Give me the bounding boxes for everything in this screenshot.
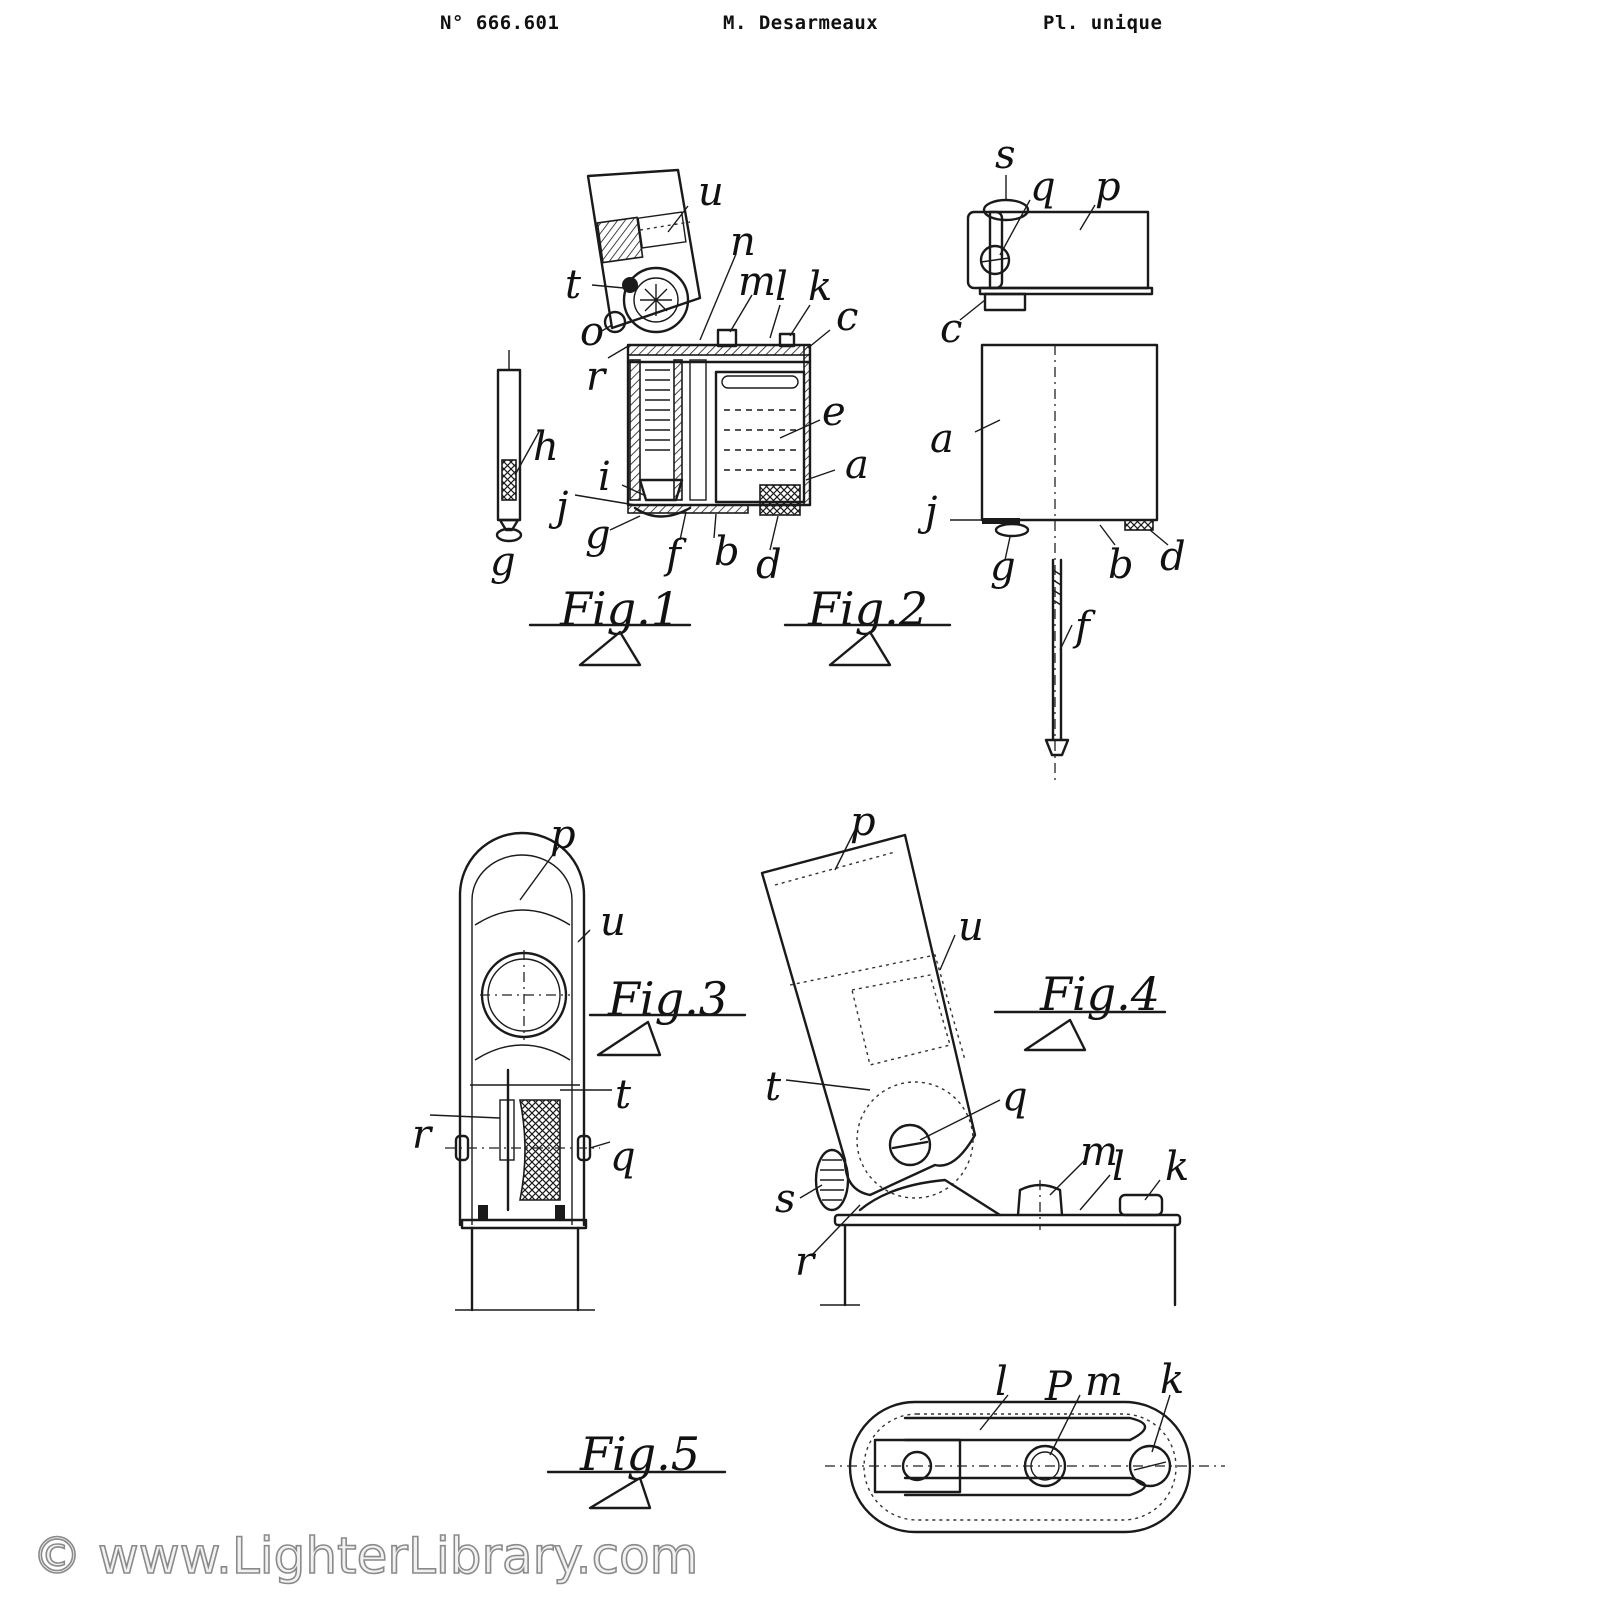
- fig1-label-l: l: [775, 264, 788, 310]
- fig1-flint-holder: [495, 350, 523, 543]
- fig1-label-k: k: [808, 264, 832, 310]
- fig2-label-j: j: [917, 489, 937, 535]
- figure-5: l P m k Fig.5: [546, 1357, 1225, 1534]
- fig2-body: [980, 343, 1159, 780]
- fig4-label-u: u: [958, 904, 984, 950]
- fig5-label-k: k: [1160, 1357, 1184, 1403]
- figure-1: u t n m l k c o r e a i j g f b d h g Fi…: [490, 168, 869, 667]
- fig5-labels: l P m k: [995, 1357, 1184, 1410]
- fig1-label-n: n: [730, 219, 756, 265]
- patent-number: N° 666.601: [440, 12, 560, 34]
- fig2-lid: [966, 198, 1154, 312]
- fig1-caption: Fig.1: [528, 582, 692, 667]
- fig2-label-a: a: [930, 416, 954, 462]
- fig4-label-t: t: [765, 1064, 782, 1110]
- fig1-labels: u t n m l k c o r e a i j g f b d h g: [490, 169, 869, 588]
- fig1-cap: [586, 168, 702, 330]
- fig5-caption: Fig.5: [546, 1427, 727, 1510]
- fig4-label-l: l: [1112, 1144, 1125, 1190]
- plate-label: Pl. unique: [1043, 12, 1163, 34]
- fig1-label-b: b: [714, 529, 740, 575]
- figure-2: s q p c a j g b d f Fig.2: [783, 132, 1186, 780]
- lighterlibrary-watermark: © www.LighterLibrary.com: [32, 1527, 698, 1585]
- fig2-label-q: q: [1030, 164, 1056, 210]
- fig3-labels: p u t r q: [412, 812, 636, 1180]
- fig1-label-j: j: [548, 484, 568, 530]
- fig4-leaders: [785, 829, 1161, 1256]
- fig1-label-g-prime: g: [585, 512, 611, 558]
- fig4-label-m: m: [1080, 1129, 1118, 1175]
- fig4-label-r: r: [795, 1239, 817, 1285]
- fig1-label-g-holder: g: [490, 539, 516, 585]
- figure-4: p u t q m l k s r Fig.4: [760, 799, 1189, 1307]
- fig2-leaders: [950, 175, 1169, 651]
- fig2-label-p: p: [1095, 164, 1121, 210]
- fig2-label-g: g: [990, 544, 1016, 590]
- fig2-label-d: d: [1160, 534, 1186, 580]
- fig4-label-s: s: [775, 1176, 796, 1222]
- fig3-label-p: p: [550, 812, 576, 858]
- fig1-leaders: [514, 205, 836, 551]
- fig1-label-t: t: [565, 262, 582, 308]
- fig5-label-m: m: [1085, 1359, 1123, 1405]
- fig1-caption-text: Fig.1: [559, 582, 680, 636]
- fig1-label-a: a: [845, 442, 869, 488]
- fig2-label-f: f: [1072, 604, 1096, 650]
- fig2-screw: [1044, 558, 1070, 757]
- fig3-caption-text: Fig.3: [607, 972, 728, 1026]
- fig3-label-r: r: [412, 1112, 434, 1158]
- fig4-label-k: k: [1165, 1144, 1189, 1190]
- fig1-body: [626, 328, 812, 518]
- fig1-label-d: d: [756, 542, 782, 588]
- fig5-label-P: P: [1044, 1364, 1073, 1410]
- fig3-label-t: t: [615, 1072, 632, 1118]
- fig4-labels: p u t q m l k s r: [765, 799, 1189, 1285]
- fig1-label-u: u: [698, 169, 724, 215]
- fig1-label-i: i: [598, 454, 611, 500]
- fig2-label-b: b: [1108, 542, 1134, 588]
- fig4-label-p: p: [850, 799, 876, 845]
- fig5-label-l: l: [995, 1359, 1008, 1405]
- fig2-label-s: s: [995, 132, 1016, 178]
- fig1-label-h: h: [533, 424, 559, 470]
- fig4-label-q: q: [1002, 1074, 1028, 1120]
- figure-3: p u t r q Fig.3: [412, 812, 747, 1312]
- fig2-labels: s q p c a j g b d f: [917, 132, 1186, 650]
- fig1-label-r: r: [586, 354, 608, 400]
- fig3-caption: Fig.3: [588, 972, 747, 1057]
- fig2-caption: Fig.2: [783, 582, 952, 667]
- fig1-flint-wheel: [603, 266, 690, 334]
- fig4-caption: Fig.4: [993, 967, 1167, 1052]
- fig3-label-q: q: [610, 1134, 636, 1180]
- inventor-name: M. Desarmeaux: [723, 12, 879, 34]
- fig5-leaders: [979, 1394, 1171, 1456]
- fig2-caption-text: Fig.2: [807, 582, 928, 636]
- fig3-label-u: u: [600, 899, 626, 945]
- fig1-label-e: e: [822, 389, 846, 435]
- fig1-label-m: m: [738, 259, 776, 305]
- fig1-label-c: c: [836, 294, 858, 340]
- fig2-label-c: c: [940, 306, 962, 352]
- fig3-leaders: [429, 844, 612, 1149]
- fig1-label-o: o: [580, 309, 604, 355]
- fig1-label-f: f: [663, 532, 687, 578]
